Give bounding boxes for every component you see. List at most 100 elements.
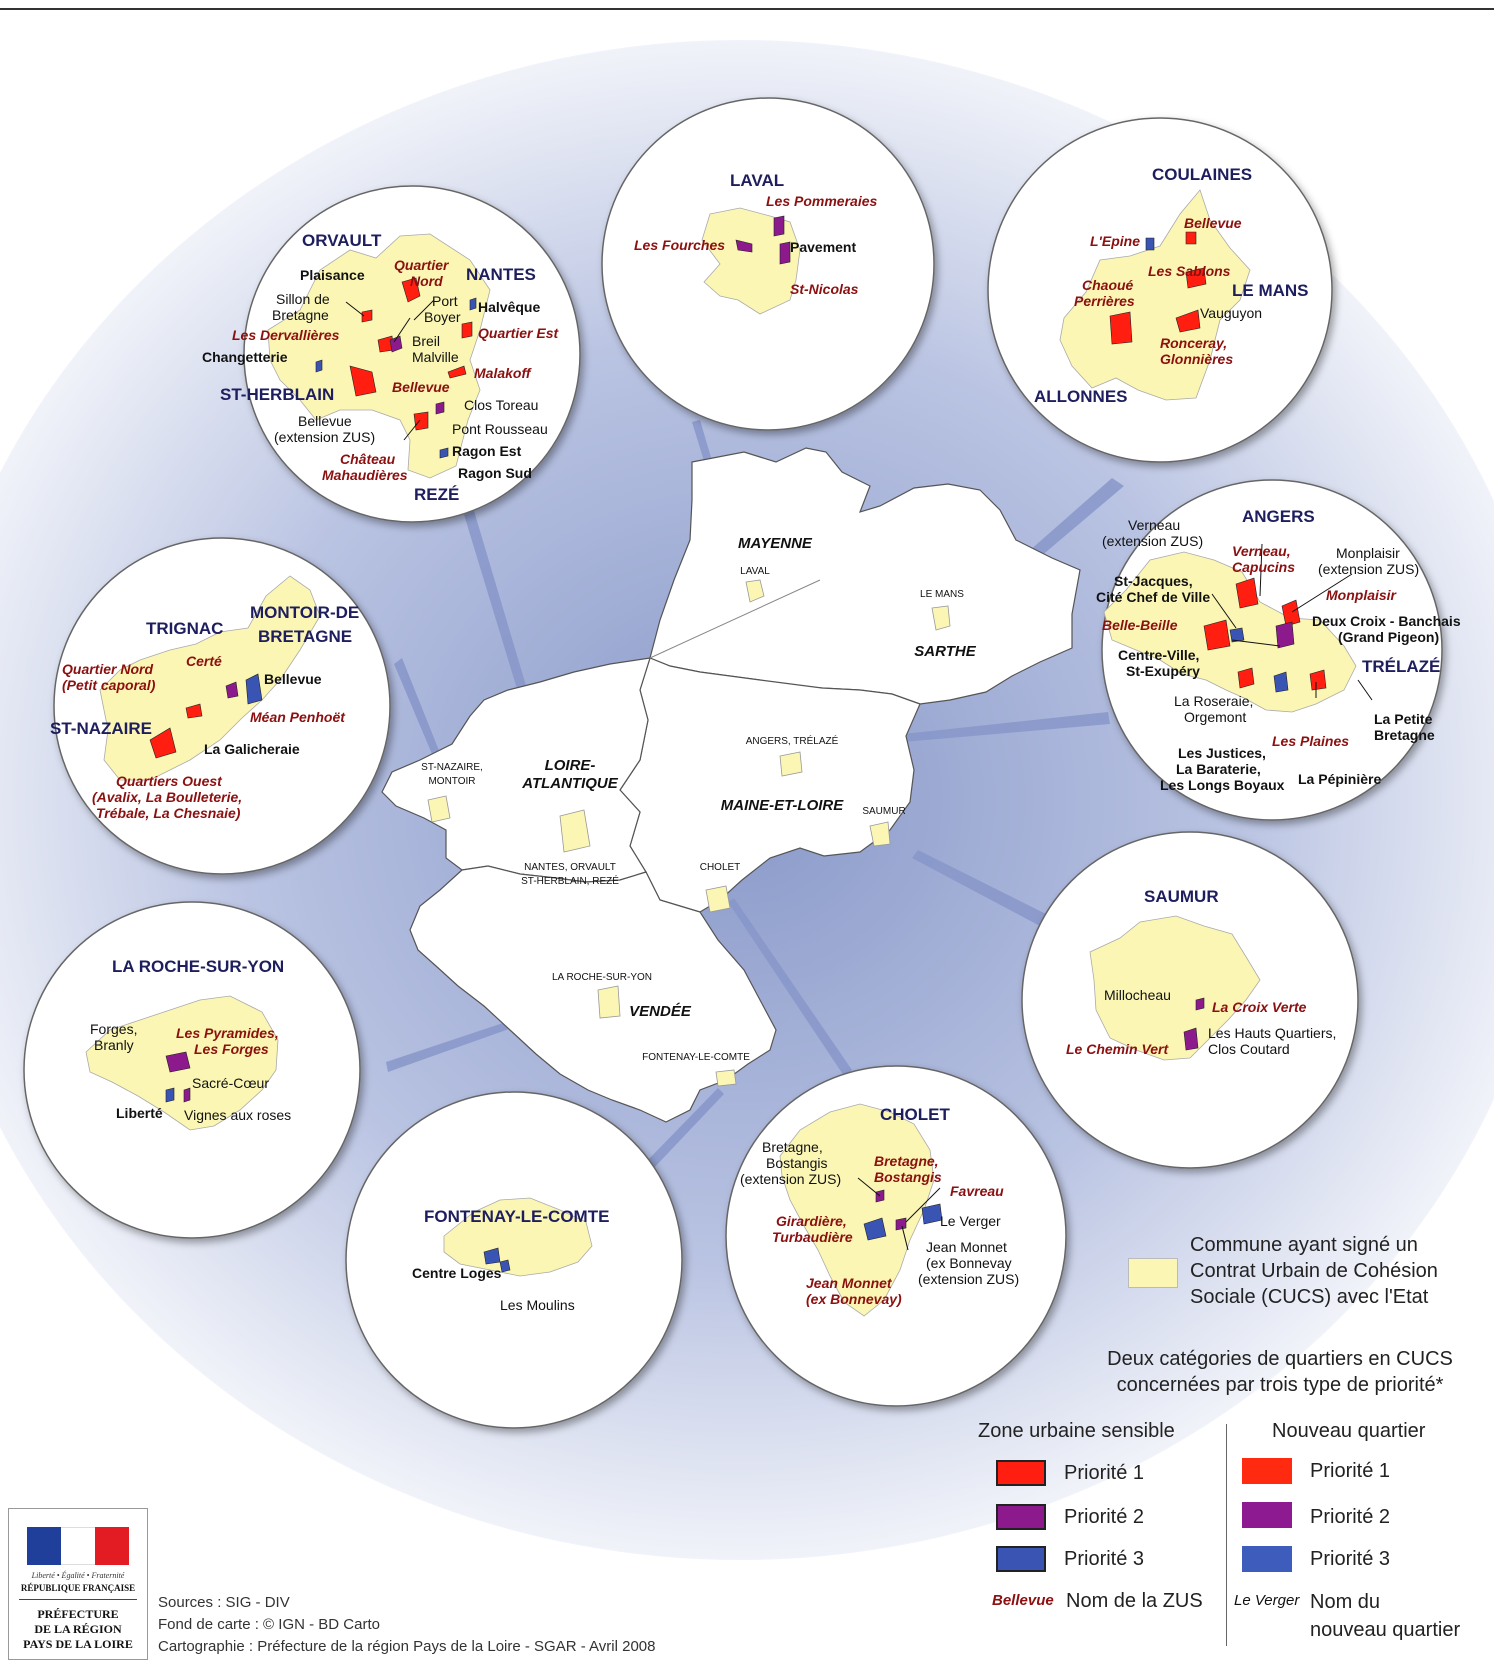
zus-st-nicolas: St-Nicolas [790,281,859,297]
title-st-herblain: ST-HERBLAIN [220,385,334,404]
legend-cucs-swatch [1128,1258,1178,1288]
city-label-roche: LA ROCHE-SUR-YON [552,972,652,983]
nq-changetterie: Changetterie [202,349,288,365]
legend-cucs-text: Commune ayant signé un Contrat Urbain de… [1190,1232,1480,1310]
beam-fontenay [644,1088,724,1170]
commune-lemans [1059,189,1251,401]
legend-cucs-line1: Commune ayant signé un [1190,1234,1418,1256]
city-blob-lemans [931,605,951,631]
dept-label-vendee: VENDÉE [629,1003,692,1020]
main-map-cities [427,579,951,1087]
nq-vignes: Vignes aux roses [184,1107,291,1123]
top-rule [0,8,1494,10]
patch-angers-st-jacques [1229,627,1245,643]
patch-fontenay-centre [499,1259,511,1273]
nq-centre-loges: Centre Loges [412,1265,502,1281]
nq-pepiniere: La Pépinière [1298,771,1381,787]
commune-angers [1103,551,1357,713]
legend-nq-p3-label: Priorité 3 [1310,1548,1391,1570]
nq-vauguyon: Vauguyon [1200,305,1262,321]
dept-label-loire-atlantique-line2: ATLANTIQUE [521,775,619,792]
sources-line2: Fond de carte : © IGN - BD Carto [158,1616,380,1633]
zus-croix-verte: La Croix Verte [1212,999,1307,1015]
legend-nq-p1-label: Priorité 1 [1310,1460,1391,1482]
legend-categories-line2: concernées par trois type de priorité* [1116,1374,1444,1396]
patch-laval-fourches [735,239,753,253]
zus-favreau: Favreau [950,1183,1004,1199]
city-label-laval: LAVAL [740,566,770,577]
nq-justices: Les Justices,La Baraterie,Les Longs Boya… [1160,745,1285,793]
zus-qnord-stnazaire: Quartier Nord(Petit caporal) [62,661,156,693]
title-angers: ANGERS [1242,507,1315,526]
title-roche: LA ROCHE-SUR-YON [112,957,284,976]
logo-divider [19,1599,137,1600]
legend-cucs-line2: Contrat Urbain de Cohésion [1190,1260,1438,1282]
nq-liberte: Liberté [116,1105,163,1121]
quartier-patches [149,215,1327,1273]
nq-bellevue-stnazaire: Bellevue [264,671,322,687]
legend-zus-p2-label: Priorité 2 [1064,1506,1145,1528]
nq-plaisance: Plaisance [300,267,365,283]
zus-mean-penhoet: Méan Penhoët [250,709,346,725]
nq-galicheraie: La Galicheraie [204,741,300,757]
city-label-lemans: LE MANS [920,589,964,600]
sources-line3: Cartographie : Préfecture de la région P… [158,1638,656,1655]
zus-pommeraies: Les Pommeraies [766,193,877,209]
zus-bellevue-nantes: Bellevue [392,379,450,395]
zus-belle-beille: Belle-Beille [1102,617,1178,633]
commune-fontenay [443,1197,593,1277]
legend-zus-p3-label: Priorité 3 [1064,1548,1145,1570]
patch-roche-liberte [165,1087,175,1103]
zus-epine: L'Epine [1090,233,1140,249]
legend-nq-p2-swatch [1242,1502,1292,1528]
patch-lemans-epine [1145,237,1155,251]
flag-blue [27,1527,61,1565]
title-fontenay: FONTENAY-LE-COMTE [424,1207,609,1226]
logo-motto: Liberté • Égalité • Fraternité [31,1571,125,1580]
patch-cholet-girardiere [863,1217,887,1241]
nq-bellevue-ext: Bellevue(extension ZUS) [274,413,375,445]
patch-laval-pommeraies [773,215,785,237]
nq-st-jacques: St-Jacques,Cité Chef de Ville [1096,573,1210,605]
title-montoir-line1: MONTOIR-DE [250,603,359,622]
inset-communes [85,189,1357,1317]
patch-cholet-jean-monnet [895,1217,907,1231]
city-label-fontenay: FONTENAY-LE-COMTE [642,1052,750,1063]
zus-monplaisir: Monplaisir [1326,587,1398,603]
patch-saumur-chemin-vert [1183,1027,1199,1051]
zus-certe: Certé [186,653,222,669]
zus-quartier-est: Quartier Est [478,325,559,341]
flag-white [61,1527,95,1565]
logo-prefecture-line2: DE LA RÉGION [34,1622,122,1636]
patch-nantes-chateau [413,411,429,431]
patch-cholet-verger [921,1203,943,1225]
title-reze: REZÉ [414,485,459,504]
inset-titles: ORVAULT NANTES ST-HERBLAIN REZÉ LAVAL CO… [50,165,1440,1226]
patch-nantes-clos-toreau [435,401,445,415]
logo-prefecture: PRÉFECTURE DE LA RÉGION PAYS DE LA LOIRE [13,1607,143,1652]
beam-cholet [728,898,852,1076]
nq-forges-branly: Forges,Branly [90,1021,137,1053]
nq-ragon-est: Ragon Est [452,443,522,459]
zus-bretagne-cholet: Bretagne,Bostangis [874,1153,942,1185]
patch-nantes-quartier-nord [401,277,421,303]
beam-saumur [912,850,1048,926]
legend-zus-p2-swatch [996,1504,1046,1530]
nq-halveque: Halvêque [478,299,540,315]
legend-zus-p1-label: Priorité 1 [1064,1462,1145,1484]
zus-bellevue-lemans: Bellevue [1184,215,1242,231]
legend-zus-sample-text: Nom de la ZUS [1066,1590,1203,1612]
patch-roche-pyramides [165,1051,191,1073]
title-saumur: SAUMUR [1144,887,1219,906]
zus-dervallieres: Les Dervallières [232,327,340,343]
legend-nq-p3-swatch [1242,1546,1292,1572]
